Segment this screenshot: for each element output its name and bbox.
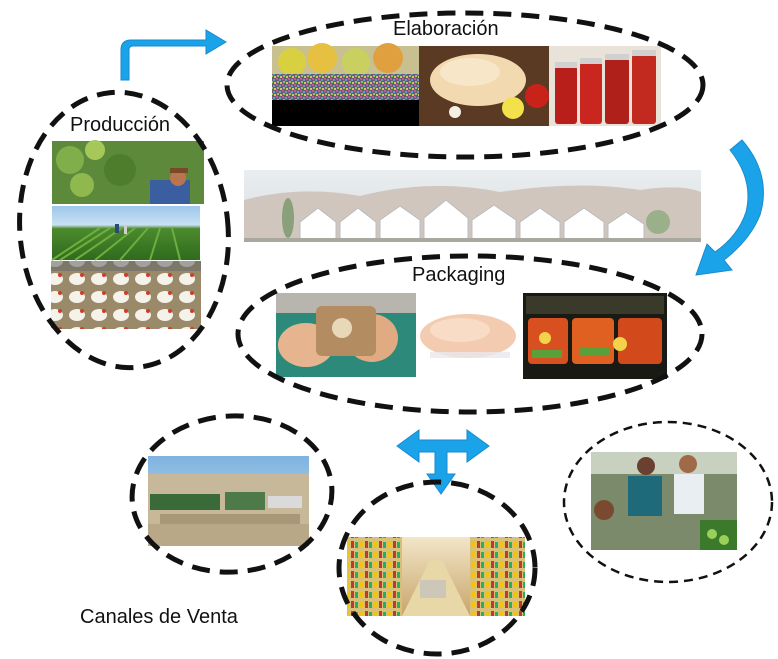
crop-field-photo <box>51 206 200 261</box>
greenhouse-facility-photo <box>244 170 701 242</box>
chickens-photo <box>51 261 201 329</box>
warehouse-ellipse <box>129 413 335 575</box>
package-hands-photo <box>276 293 416 377</box>
arrow-produccion-to-elaboracion <box>120 29 227 81</box>
apples-photo <box>272 43 419 126</box>
canales-de-venta-label: Canales de Venta <box>80 606 238 628</box>
orchard-worker-photo <box>52 140 204 204</box>
packaging-ellipse <box>235 253 705 415</box>
elaboracion-label: Elaboración <box>393 18 499 40</box>
packaging-label: Packaging <box>412 264 506 286</box>
warehouse-aerial-photo <box>148 456 309 546</box>
arrow-elaboracion-to-packaging <box>695 139 764 276</box>
produccion-label: Producción <box>70 114 171 136</box>
raw-chicken-photo <box>419 46 549 126</box>
market-ellipse <box>562 420 774 584</box>
tomato-jars-photo <box>549 46 661 126</box>
produccion-ellipse <box>17 89 231 371</box>
supermarket-ellipse <box>336 479 538 657</box>
elaboracion-ellipse <box>224 10 706 160</box>
market-vendor-photo <box>591 452 737 550</box>
arrow-packaging-to-canales <box>396 429 490 495</box>
salad-trays-photo <box>523 293 667 379</box>
supermarket-aisle-photo <box>347 537 525 616</box>
packaged-chicken-photo <box>416 300 520 368</box>
